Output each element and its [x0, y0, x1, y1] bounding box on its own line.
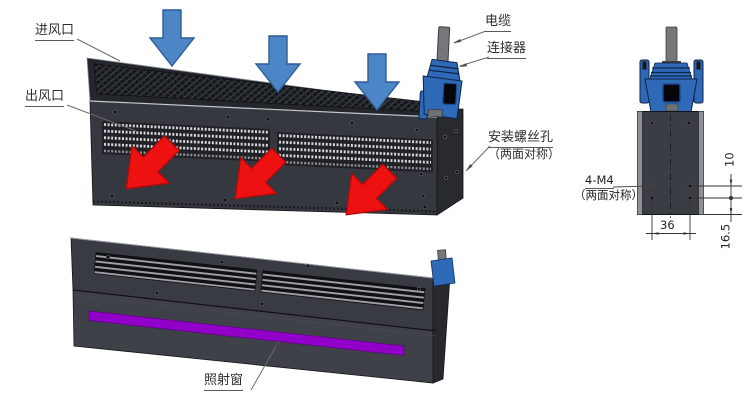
air-outlet-arrows: [125, 134, 398, 216]
screw-spec-note: （两面对称）: [574, 188, 643, 202]
outlet-arrow-2: [234, 147, 287, 200]
dim-10-label: 10: [722, 152, 737, 167]
air-inlet-arrows: [148, 9, 401, 112]
irradiation-window-label: 照射窗: [204, 373, 244, 391]
end-elevation-view: [612, 26, 742, 240]
dim-36-label: 36: [660, 218, 675, 232]
screw-spec-leader-line: [612, 185, 656, 188]
main-iso-view: [86, 9, 464, 216]
screw-spec-label: 4-M4: [585, 173, 614, 190]
mounting-screw-holes-end-face: [443, 129, 459, 180]
dimension-arrows: [652, 179, 734, 235]
bottom-end-face: [432, 275, 451, 384]
window-leader-line: [250, 340, 280, 391]
crease-bevel: [73, 294, 437, 337]
air-inlet-label: 进风口: [35, 23, 75, 41]
inlet-arrow-1: [148, 9, 196, 68]
air-inlet-leader-line: [76, 38, 121, 62]
front-top-edge-highlight: [89, 100, 438, 118]
cable-end-view: [665, 26, 678, 64]
dim-16-5-label: 16.5: [718, 223, 733, 250]
cable-label: 电缆: [485, 14, 512, 32]
bottom-vent-strip: [92, 200, 438, 213]
dimension-node-dot: [728, 195, 734, 201]
mounting-holes-label: 安装螺丝孔 （两面对称）: [488, 130, 561, 161]
crease-line: [72, 289, 437, 332]
leader-arrowheads: [273, 39, 473, 350]
inlet-arrow-2: [254, 35, 302, 94]
connector-end-view: [639, 59, 704, 113]
cable: [436, 26, 451, 66]
cable-and-connector: [418, 26, 463, 120]
bottom-iso-view: [70, 237, 456, 384]
screw-spec-leader-arrow: [650, 184, 658, 188]
body-end-view: [637, 111, 704, 218]
air-outlet-leader-line: [66, 104, 137, 132]
outlet-arrow-1: [125, 134, 181, 190]
vent-slots: [93, 252, 426, 311]
end-face: [436, 108, 464, 216]
connector-stub: [430, 249, 456, 287]
air-outlet-label: 出风口: [25, 89, 65, 107]
screw-holes-bottom: [106, 255, 421, 306]
outlet-arrow-3: [345, 163, 398, 216]
top-edge-highlight: [70, 237, 434, 279]
inlet-arrow-3: [353, 53, 401, 112]
screw-holes-front: [109, 109, 428, 210]
irradiation-window: [88, 310, 405, 356]
connector-label: 连接器: [487, 41, 527, 59]
